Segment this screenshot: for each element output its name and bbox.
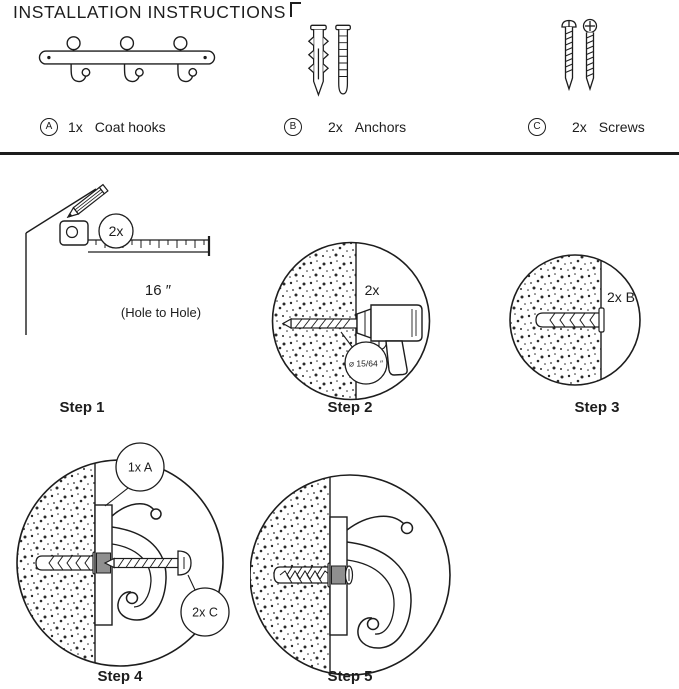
annotation-text: 2x B xyxy=(607,289,635,305)
step-3-scene xyxy=(510,255,605,385)
step-4-figure: 1x A 2x C xyxy=(16,442,230,667)
step-5-figure xyxy=(250,474,451,676)
step-1-label: Step 1 xyxy=(59,399,105,416)
quantity-callout-text: 2x xyxy=(365,282,380,298)
pencil-icon xyxy=(66,183,109,218)
wall-anchors-icon xyxy=(307,24,351,97)
part-name-a: Coat hooks xyxy=(94,119,166,135)
part-item-screws: C 2x Screws xyxy=(528,118,645,136)
part-qty-b: 2x xyxy=(328,119,343,135)
step-2-figure: 2x ⌀ 15/64 ″ xyxy=(271,241,431,401)
step-2-label: Step 2 xyxy=(327,399,373,416)
step-4-scene xyxy=(17,460,98,666)
anchor-in-wall-icon xyxy=(35,551,98,575)
part-qty-c: 2x xyxy=(572,119,587,135)
part-name-c: Screws xyxy=(598,119,645,135)
part-name-b: Anchors xyxy=(354,119,407,135)
rail-cross-section xyxy=(94,504,113,626)
step-5-label: Step 5 xyxy=(327,668,373,685)
part-item-anchors: B 2x Anchors xyxy=(284,118,406,136)
part-item-coat-hooks: A 1x Coat hooks xyxy=(40,118,166,136)
measurement-note: (Hole to Hole) xyxy=(121,305,201,320)
rail-cross-section xyxy=(329,516,348,636)
section-divider xyxy=(0,152,679,155)
callout-part-c: 2x C xyxy=(180,574,230,637)
quantity-callout: 2x xyxy=(98,213,134,249)
drill-bit-icon xyxy=(281,317,358,330)
step-3-label: Step 3 xyxy=(574,399,620,416)
anchor-in-wall-icon xyxy=(535,307,605,333)
callout-part-a-text: 1x A xyxy=(128,461,153,475)
page-title: INSTALLATION INSTRUCTIONS xyxy=(13,2,286,22)
part-badge-b: B xyxy=(284,118,302,136)
drill-icon xyxy=(356,304,423,376)
part-badge-c: C xyxy=(528,118,546,136)
measurement-text: 16 ″ xyxy=(145,282,172,299)
anchor-hole xyxy=(331,565,346,585)
wall-corner-lines xyxy=(25,188,97,335)
screw-head-icon xyxy=(344,565,354,585)
step-1-figure: 2x 16 ″ (Hole to Hole) xyxy=(25,183,211,335)
quantity-callout-text: 2x xyxy=(109,223,124,239)
screws-icon xyxy=(561,18,598,92)
drill-size-text: ⌀ 15/64 ″ xyxy=(349,359,383,369)
coat-hook-profile-icon xyxy=(111,503,167,621)
part-badge-a: A xyxy=(40,118,58,136)
tape-measure-icon xyxy=(59,220,211,256)
callout-part-a: 1x A xyxy=(104,442,165,507)
callout-part-c-text: 2x C xyxy=(192,606,218,620)
corner-mark xyxy=(290,2,301,17)
wall-texture xyxy=(17,460,95,666)
drill-size-callout: ⌀ 15/64 ″ xyxy=(340,331,388,385)
anchor-with-screw-icon xyxy=(273,562,333,588)
coat-hook-profile-icon xyxy=(346,515,414,649)
screw-icon xyxy=(103,550,192,576)
step-3-figure: 2x B xyxy=(509,254,641,386)
part-qty-a: 1x xyxy=(68,119,83,135)
coat-hook-rail-icon xyxy=(38,36,216,83)
step-4-label: Step 4 xyxy=(97,668,143,685)
